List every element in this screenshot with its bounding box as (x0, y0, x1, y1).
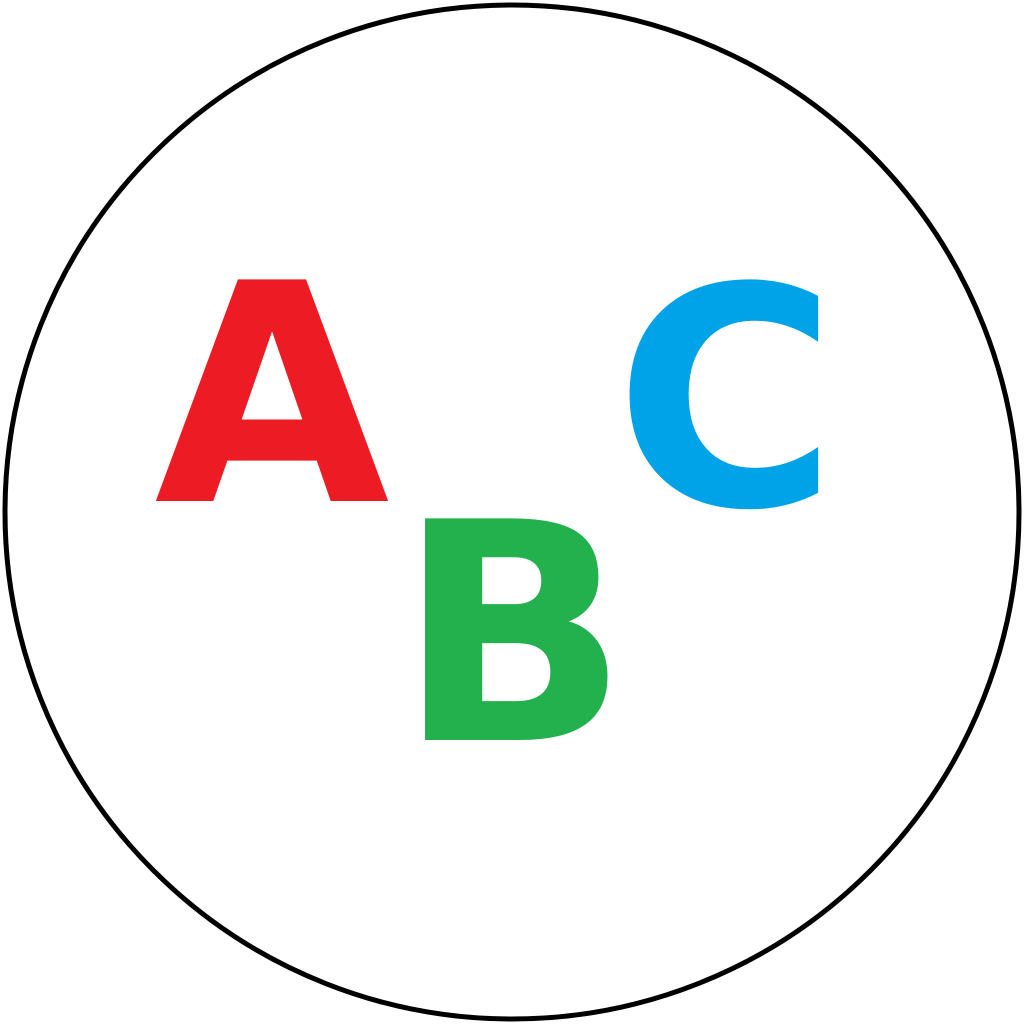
letter-a: A (154, 219, 392, 573)
letter-b: B (397, 458, 629, 812)
letter-c: C (614, 223, 837, 577)
